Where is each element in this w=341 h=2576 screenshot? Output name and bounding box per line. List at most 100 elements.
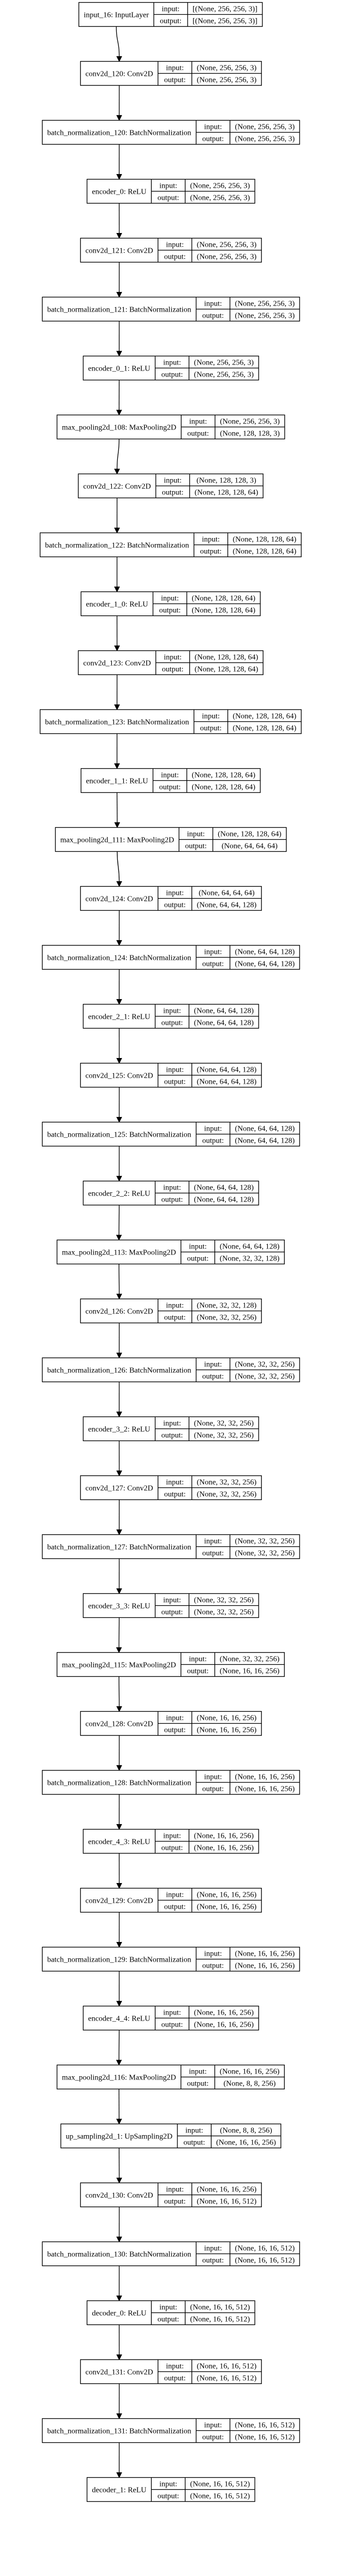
output-port-label: output:	[161, 2021, 183, 2029]
arrow-head-icon	[114, 469, 120, 475]
output-port-label: output:	[160, 17, 182, 26]
output-shape: (None, 64, 64, 128)	[194, 1196, 254, 1204]
layer-name: decoder_1: ReLU	[92, 2487, 147, 2495]
input-port-label: input:	[166, 2186, 184, 2194]
arrow-head-icon	[116, 2060, 122, 2066]
arrow-head-icon	[116, 1412, 122, 1418]
edge-arrow	[116, 2148, 122, 2184]
input-shape: (None, 16, 16, 512)	[235, 2422, 295, 2430]
layer-node: batch_normalization_131: BatchNormalizat…	[41, 2418, 300, 2443]
input-shape: (None, 16, 16, 256)	[220, 2068, 280, 2076]
output-port-label: output:	[202, 312, 224, 320]
input-shape: (None, 8, 8, 256)	[220, 2127, 272, 2135]
input-shape: (None, 32, 32, 256)	[197, 1479, 257, 1487]
edge-arrow	[116, 969, 122, 1005]
layer-name: encoder_1_1: ReLU	[86, 778, 148, 786]
input-shape: (None, 64, 64, 128)	[235, 948, 295, 957]
layer-name: batch_normalization_129: BatchNormalizat…	[47, 1956, 192, 1964]
edge-arrow	[116, 203, 122, 239]
input-port-label: input:	[189, 418, 207, 426]
input-port-label: input:	[163, 1597, 181, 1605]
edge-line	[116, 439, 119, 469]
input-shape: (None, 128, 128, 64)	[192, 595, 255, 603]
input-port-label: input:	[166, 1066, 184, 1074]
layer-node: batch_normalization_121: BatchNormalizat…	[41, 296, 300, 322]
input-port-label: input:	[166, 2363, 184, 2371]
edge-arrow	[116, 1676, 122, 1712]
input-port-label: input:	[163, 1007, 181, 1015]
layer-node: up_sampling2d_1: UpSampling2Dinput:outpu…	[60, 2123, 282, 2149]
output-shape: (None, 16, 16, 256)	[197, 1903, 257, 1911]
input-port-label: input:	[204, 2422, 222, 2430]
input-shape: (None, 64, 64, 64)	[199, 889, 255, 898]
layer-name: batch_normalization_131: BatchNormalizat…	[47, 2428, 192, 2436]
layer-name: batch_normalization_126: BatchNormalizat…	[47, 1367, 192, 1375]
output-port-label: output:	[161, 1019, 183, 1027]
output-port-label: output:	[158, 2493, 180, 2501]
output-shape: (None, 64, 64, 128)	[194, 1019, 254, 1027]
layer-node: max_pooling2d_113: MaxPooling2Dinput:out…	[56, 1239, 285, 1265]
output-shape: (None, 64, 64, 128)	[235, 1137, 295, 1145]
layer-node: batch_normalization_124: BatchNormalizat…	[41, 945, 300, 970]
input-shape: (None, 64, 64, 128)	[197, 1066, 257, 1074]
output-shape: (None, 16, 16, 256)	[194, 1844, 254, 1852]
edge-arrow	[116, 2324, 122, 2360]
output-shape: (None, 16, 16, 256)	[235, 1962, 295, 1970]
input-port-label: input:	[204, 1950, 222, 1958]
input-port-label: input:	[189, 1655, 207, 1664]
output-shape: (None, 128, 128, 64)	[192, 784, 255, 792]
input-shape: (None, 256, 256, 3)	[197, 241, 257, 249]
layer-name: max_pooling2d_116: MaxPooling2D	[62, 2074, 176, 2082]
input-port-label: input:	[164, 654, 182, 662]
edge-arrow	[116, 2383, 122, 2419]
layer-name: encoder_0: ReLU	[92, 188, 147, 196]
layer-name: batch_normalization_125: BatchNormalizat…	[47, 1131, 192, 1139]
output-port-label: output:	[161, 1609, 183, 1617]
input-port-label: input:	[163, 2009, 181, 2017]
output-port-label: output:	[164, 1903, 186, 1911]
input-shape: (None, 16, 16, 256)	[235, 1773, 295, 1782]
edge-arrow	[116, 85, 122, 121]
output-shape: (None, 256, 256, 3)	[197, 76, 257, 85]
output-shape: (None, 16, 16, 256)	[216, 2139, 276, 2147]
output-port-label: output:	[162, 666, 184, 674]
input-port-label: input:	[163, 1420, 181, 1428]
arrow-head-icon	[114, 587, 120, 593]
input-shape: (None, 128, 128, 64)	[232, 536, 296, 544]
input-port-label: input:	[161, 772, 179, 780]
output-port-label: output:	[158, 194, 180, 202]
input-port-label: input:	[163, 1832, 181, 1840]
input-port-label: input:	[204, 2245, 222, 2253]
arrow-head-icon	[114, 528, 120, 534]
output-shape: (None, 128, 128, 64)	[195, 489, 259, 497]
output-shape: (None, 16, 16, 256)	[194, 2021, 254, 2029]
layer-name: encoder_3_2: ReLU	[88, 1426, 151, 1434]
input-shape: (None, 256, 256, 3)	[190, 182, 250, 190]
layer-name: max_pooling2d_115: MaxPooling2D	[62, 1661, 176, 1670]
arrow-head-icon	[116, 233, 122, 239]
layer-name: encoder_0_1: ReLU	[88, 365, 151, 373]
edge-arrow	[116, 1794, 122, 1830]
arrow-head-icon	[116, 1235, 122, 1241]
input-port-label: input:	[166, 1302, 184, 1310]
input-shape: (None, 16, 16, 512)	[190, 2304, 250, 2312]
layer-name: encoder_4_4: ReLU	[88, 2015, 151, 2023]
nodes-layer: input_16: InputLayerinput:output:[(None,…	[39, 2, 302, 2502]
arrow-head-icon	[116, 1294, 122, 1300]
output-port-label: output:	[202, 1137, 224, 1145]
edge-arrow	[116, 1617, 122, 1653]
layer-name: conv2d_125: Conv2D	[86, 1072, 153, 1080]
output-shape: (None, 32, 32, 256)	[194, 1432, 254, 1440]
output-shape: (None, 64, 64, 128)	[197, 901, 257, 910]
output-shape: (None, 16, 16, 512)	[235, 2257, 295, 2265]
edge-arrow	[116, 1205, 122, 1241]
input-shape: (None, 128, 128, 64)	[192, 772, 255, 780]
input-shape: (None, 64, 64, 128)	[235, 1125, 295, 1133]
arrow-head-icon	[116, 1647, 122, 1653]
edge-arrow	[116, 1499, 122, 1535]
